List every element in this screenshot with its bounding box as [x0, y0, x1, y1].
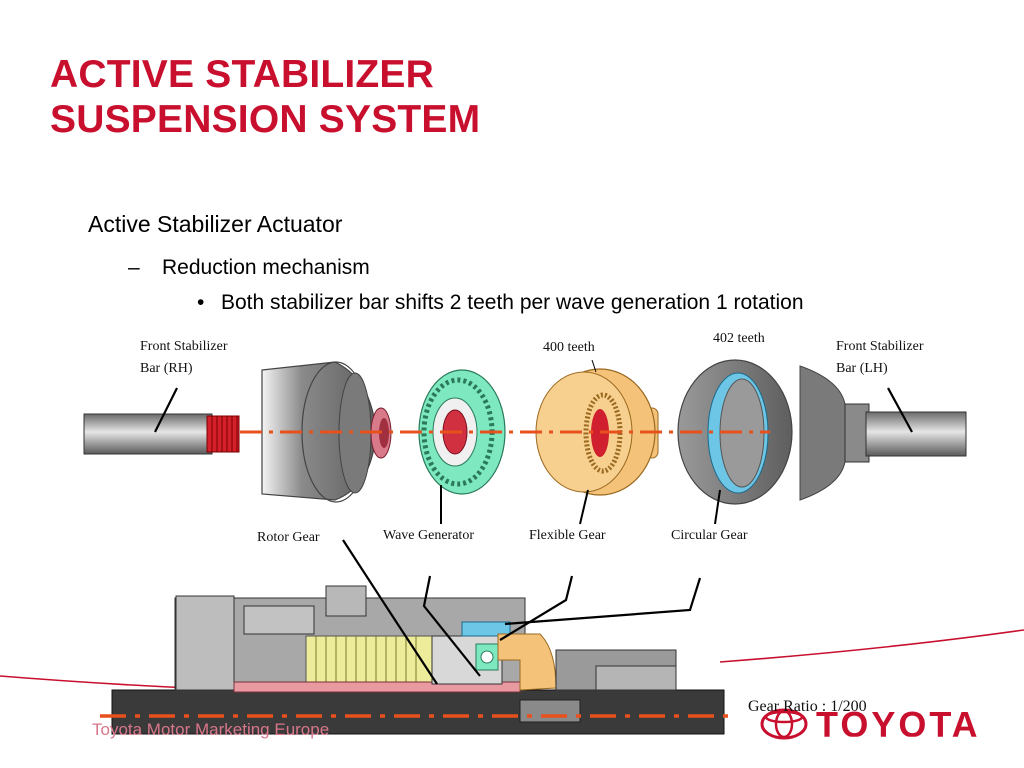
leader-line: [591, 359, 597, 373]
leader-line: [422, 575, 481, 677]
slide-title-line1: ACTIVE STABILIZER: [50, 53, 435, 96]
toyota-logo-icon: [760, 708, 808, 740]
rotor-housing: [261, 361, 377, 503]
leader-line: [579, 489, 589, 525]
label-line: Bar (LH): [836, 361, 888, 376]
decorative-swoosh: [719, 629, 1024, 663]
label-front-stabilizer-bar-lh: Front Stabilizer Bar (LH): [836, 336, 924, 380]
label-rotor-gear: Rotor Gear: [257, 530, 320, 545]
bullet-level1: Active Stabilizer Actuator: [88, 211, 343, 237]
toyota-logo-text: TOYOTA: [816, 704, 981, 745]
leader-line: [342, 539, 438, 685]
bullet-level3-text: Both stabilizer bar shifts 2 teeth per w…: [221, 291, 804, 314]
front-stabilizer-bar-lh: [844, 403, 967, 463]
leader-line: [154, 387, 178, 433]
bullet-marker: •: [197, 291, 205, 314]
label-flexible-gear: Flexible Gear: [529, 528, 606, 543]
flexible-gear: [535, 368, 659, 496]
leader-line: [887, 387, 913, 433]
bullet-level2-text: Reduction mechanism: [162, 256, 370, 279]
bullet-level2: –Reduction mechanism: [128, 256, 370, 280]
leader-line: [714, 489, 721, 525]
label-wave-generator: Wave Generator: [383, 528, 474, 543]
label-400-teeth: 400 teeth: [543, 340, 595, 355]
leader-line: [504, 577, 702, 626]
slide-title: ACTIVE STABILIZER SUSPENSION SYSTEM: [50, 52, 480, 142]
label-line: Front Stabilizer: [836, 339, 924, 354]
gear-ratio-label: Gear Ratio : 1/200: [748, 698, 867, 715]
leader-line: [499, 575, 574, 641]
label-402-teeth: 402 teeth: [713, 331, 765, 346]
label-front-stabilizer-bar-rh: Front Stabilizer Bar (RH): [140, 336, 228, 380]
label-line: Bar (RH): [140, 361, 193, 376]
actuator-cross-section: [111, 585, 725, 735]
label-circular-gear: Circular Gear: [671, 528, 748, 543]
bullet-level3: • Both stabilizer bar shifts 2 teeth per …: [197, 291, 804, 315]
front-stabilizer-bar-rh: [83, 413, 240, 455]
dash-marker: –: [128, 256, 140, 279]
slide-title-line2: SUSPENSION SYSTEM: [50, 98, 481, 141]
label-line: Front Stabilizer: [140, 339, 228, 354]
footer-company: Toyota Motor Marketing Europe: [92, 720, 330, 739]
